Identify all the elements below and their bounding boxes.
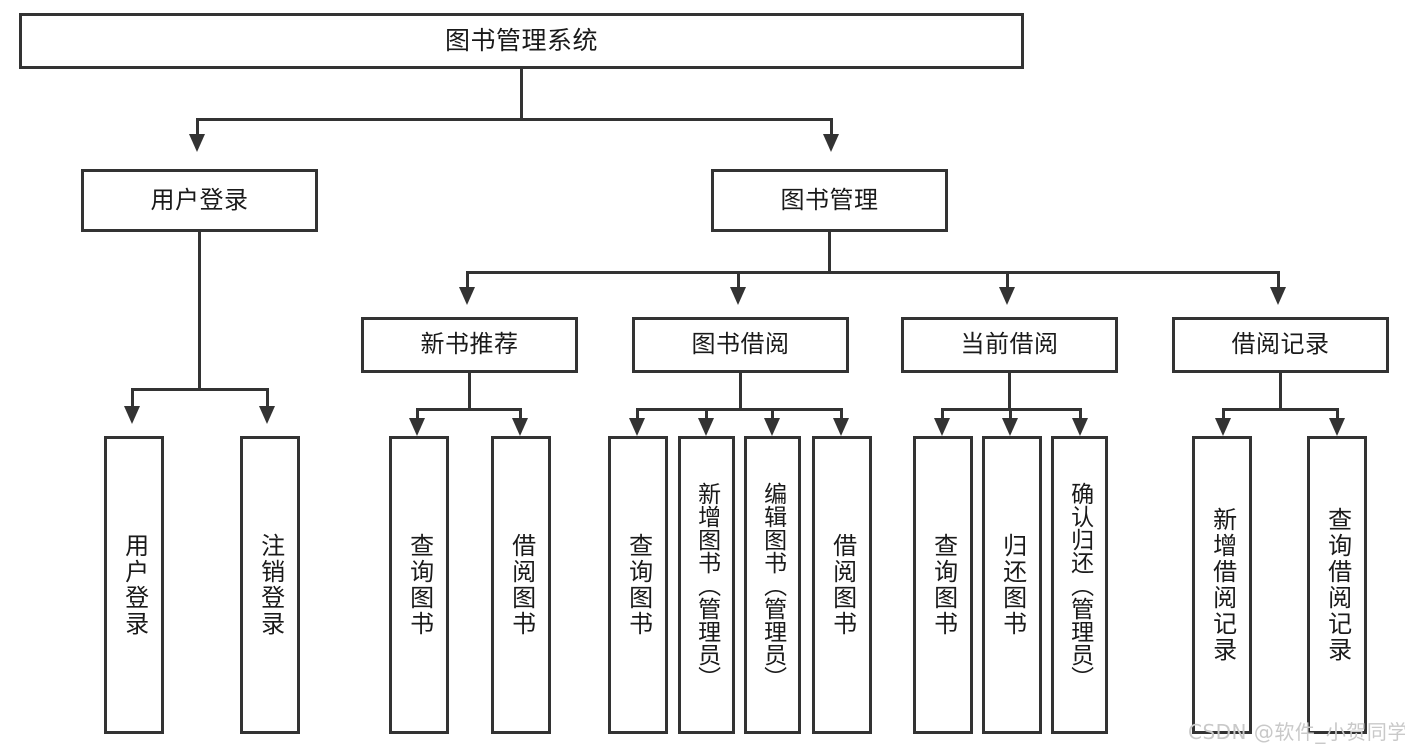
connector-user-login-stem <box>198 232 201 389</box>
connector-borrow-record-bar <box>1222 408 1339 411</box>
connector-new-book-leg-2 <box>519 408 522 420</box>
connector-level2-leg-1 <box>466 271 469 289</box>
arrow-to-leaf-return-book <box>1002 418 1018 436</box>
arrow-to-leaf-user-login <box>124 406 140 424</box>
node-borrow-record[interactable]: 借阅记录 <box>1172 317 1389 373</box>
connector-book-borrow-leg-4 <box>840 408 843 420</box>
node-label: 借阅图书 <box>507 533 536 637</box>
arrow-to-leaf-add-book <box>698 418 714 436</box>
connector-new-book-stem <box>468 373 471 409</box>
connector-book-borrow-leg-2 <box>705 408 708 420</box>
arrow-to-leaf-borrow-book-1 <box>512 418 528 436</box>
leaf-query-borrow-record[interactable]: 查询借阅记录 <box>1307 436 1367 734</box>
node-label: 借阅记录 <box>1231 330 1330 359</box>
connector-new-book-leg-1 <box>416 408 419 420</box>
arrow-to-leaf-confirm-return <box>1072 418 1088 436</box>
node-label: 用户登录 <box>120 533 149 637</box>
leaf-query-book-current[interactable]: 查询图书 <box>913 436 973 734</box>
connector-current-borrow-stem <box>1008 373 1011 409</box>
arrow-to-leaf-edit-book <box>764 418 780 436</box>
node-book-management[interactable]: 图书管理 <box>711 169 948 232</box>
arrow-to-borrow-record <box>1270 287 1286 305</box>
connector-borrow-record-leg-1 <box>1222 408 1225 420</box>
node-label: 查询图书 <box>405 533 434 637</box>
node-label: 新增借阅记录 <box>1208 507 1237 663</box>
node-label: 确认归还（管理员） <box>1066 481 1093 689</box>
leaf-query-book-new[interactable]: 查询图书 <box>389 436 449 734</box>
leaf-return-book[interactable]: 归还图书 <box>982 436 1042 734</box>
connector-book-borrow-bar <box>636 408 843 411</box>
leaf-add-borrow-record[interactable]: 新增借阅记录 <box>1192 436 1252 734</box>
node-root-system[interactable]: 图书管理系统 <box>19 13 1024 69</box>
node-label: 编辑图书（管理员） <box>759 481 786 689</box>
node-label: 图书管理系统 <box>444 25 598 55</box>
connector-level2-leg-4 <box>1277 271 1280 289</box>
arrow-to-leaf-logout <box>259 406 275 424</box>
connector-borrow-record-stem <box>1279 373 1282 409</box>
connector-user-login-leg-1 <box>131 388 134 408</box>
node-label: 当前借阅 <box>960 330 1059 359</box>
connector-user-login-leg-2 <box>266 388 269 408</box>
node-label: 图书管理 <box>780 185 879 214</box>
connector-current-borrow-leg-1 <box>941 408 944 420</box>
node-label: 图书借阅 <box>691 330 790 359</box>
arrow-to-borrow-book <box>730 287 746 305</box>
connector-book-borrow-leg-1 <box>636 408 639 420</box>
arrow-to-leaf-query-book-3 <box>934 418 950 436</box>
arrow-to-leaf-query-record <box>1329 418 1345 436</box>
leaf-query-book-borrow[interactable]: 查询图书 <box>608 436 668 734</box>
leaf-borrow-book[interactable]: 借阅图书 <box>812 436 872 734</box>
node-label: 用户登录 <box>150 185 249 214</box>
node-label: 查询图书 <box>929 533 958 637</box>
node-label: 归还图书 <box>998 533 1027 637</box>
connector-user-login-bar <box>131 388 269 391</box>
node-new-book-recommend[interactable]: 新书推荐 <box>361 317 578 373</box>
connector-book-borrow-stem <box>739 373 742 409</box>
connector-current-borrow-leg-2 <box>1009 408 1012 420</box>
leaf-add-book-admin[interactable]: 新增图书（管理员） <box>678 436 735 734</box>
connector-book-borrow-leg-3 <box>771 408 774 420</box>
leaf-user-login[interactable]: 用户登录 <box>104 436 164 734</box>
connector-borrow-record-leg-2 <box>1336 408 1339 420</box>
arrow-to-current-borrow <box>999 287 1015 305</box>
connector-current-borrow-leg-3 <box>1079 408 1082 420</box>
node-current-borrow[interactable]: 当前借阅 <box>901 317 1118 373</box>
connector-level2-leg-3 <box>1006 271 1009 289</box>
node-label: 注销登录 <box>256 533 285 637</box>
node-book-borrow[interactable]: 图书借阅 <box>632 317 849 373</box>
connector-level2-leg-2 <box>737 271 740 289</box>
node-label: 新书推荐 <box>420 330 519 359</box>
arrow-to-book-manage <box>823 134 839 152</box>
connector-book-manage-stem <box>828 232 831 272</box>
node-label: 新增图书（管理员） <box>693 481 720 689</box>
arrow-to-leaf-add-record <box>1215 418 1231 436</box>
node-label: 查询图书 <box>624 533 653 637</box>
connector-level1-bar <box>196 118 833 121</box>
node-label: 查询借阅记录 <box>1323 507 1352 663</box>
arrow-to-leaf-borrow-book-2 <box>833 418 849 436</box>
leaf-borrow-book-new[interactable]: 借阅图书 <box>491 436 551 734</box>
arrow-to-leaf-query-book-2 <box>629 418 645 436</box>
connector-new-book-bar <box>416 408 522 411</box>
leaf-edit-book-admin[interactable]: 编辑图书（管理员） <box>744 436 801 734</box>
node-label: 借阅图书 <box>828 533 857 637</box>
arrow-to-leaf-query-book-1 <box>409 418 425 436</box>
arrow-to-user-login <box>189 134 205 152</box>
connector-level2-bar <box>466 271 1280 274</box>
connector-level1-leg-1 <box>196 118 199 136</box>
connector-level1-leg-2 <box>830 118 833 136</box>
node-user-login[interactable]: 用户登录 <box>81 169 318 232</box>
leaf-logout[interactable]: 注销登录 <box>240 436 300 734</box>
leaf-confirm-return-admin[interactable]: 确认归还（管理员） <box>1051 436 1108 734</box>
arrow-to-new-book <box>459 287 475 305</box>
connector-root-stem <box>520 69 523 119</box>
